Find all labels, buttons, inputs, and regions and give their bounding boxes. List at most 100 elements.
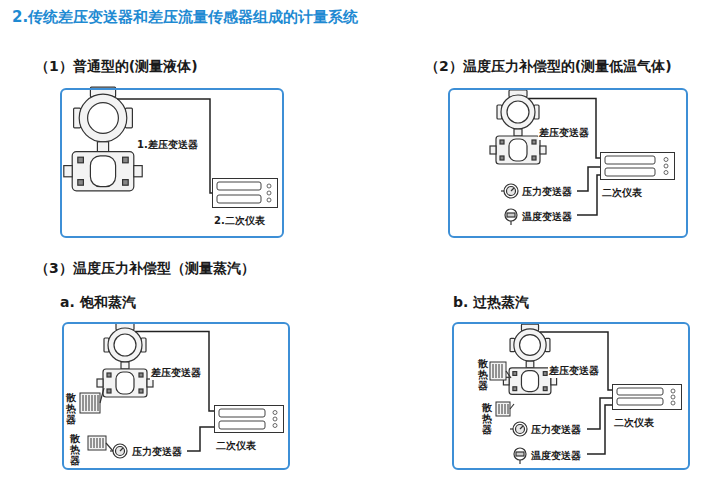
housing: [108, 328, 142, 362]
wire-stub: [528, 98, 594, 100]
housing: [514, 329, 546, 361]
display-window: [217, 182, 261, 190]
gauge-face: [507, 187, 516, 196]
sensor-probe: [519, 460, 520, 464]
radiator-fin: [502, 404, 503, 414]
part-label: 二次仪表: [601, 186, 643, 200]
display-window: [217, 195, 261, 203]
radiator: [496, 402, 510, 416]
part-label: 压力变送器: [530, 423, 582, 437]
dp-transmitter: 1.差压变送器: [66, 90, 203, 200]
instrument-face: [613, 385, 681, 409]
signal-wire: [587, 405, 612, 454]
sensor-transmitter: 压力变送器: [503, 182, 577, 201]
sensor-body: [509, 368, 551, 395]
bolt: [107, 373, 111, 377]
panel-heading: b. 过热蒸汽: [453, 294, 529, 312]
sensor-body: [72, 152, 134, 191]
gauge-needle: [120, 448, 123, 451]
instrument-face: [601, 153, 674, 179]
housing: [501, 95, 535, 129]
secondary-instrument: 二次仪表: [600, 152, 675, 180]
gauge-face: [116, 447, 125, 456]
radiator-fin: [103, 438, 104, 448]
signal-wire: [577, 175, 600, 215]
sensor-transmitter: 温度变送器: [503, 206, 577, 226]
signal-wire: [206, 331, 214, 411]
button-dot: [267, 198, 271, 202]
impulse-pipe: [100, 388, 104, 403]
radiator-body: [496, 402, 510, 416]
part-label: 1.差压变送器: [136, 138, 199, 152]
bolt: [78, 157, 84, 163]
button-dot: [671, 395, 675, 399]
radiator-fin: [499, 364, 500, 378]
part-label: 二次仪表: [215, 439, 257, 453]
bolt: [123, 157, 129, 163]
sensor-band: [507, 213, 515, 217]
radiator-fin: [100, 438, 101, 448]
button-dot: [664, 164, 668, 168]
radiator-fin: [95, 395, 96, 411]
capsule: [90, 156, 115, 187]
sensor-body: [103, 369, 147, 397]
button-dot: [267, 191, 271, 195]
radiator-fin: [97, 438, 98, 448]
sensor-head: [505, 209, 517, 221]
part-label: 温度变送器: [521, 210, 573, 224]
neck: [121, 362, 129, 369]
bolt: [107, 389, 111, 393]
housing-lid: [507, 101, 529, 123]
impulse-pipe: [506, 371, 511, 378]
sensor-transmitter: 压力变送器: [112, 441, 187, 461]
gauge-dial: [513, 422, 527, 436]
button-dot: [267, 184, 271, 188]
radiator-fin: [496, 364, 497, 378]
part-label: 2.二次仪表: [213, 214, 266, 228]
part-label: 二次仪表: [613, 416, 655, 430]
radiator-label: 散热器: [70, 433, 80, 466]
bolt: [543, 372, 547, 376]
secondary-instrument: 二次仪表: [612, 384, 682, 410]
capsule: [521, 371, 538, 392]
radiator-label: 散热器: [66, 392, 76, 425]
radiator-body: [490, 362, 506, 380]
button-dot: [273, 417, 277, 421]
bolt: [500, 156, 504, 160]
system-panel: a. 饱和蒸汽差压变送器压力变送器二次仪表: [62, 322, 290, 470]
signal-wire: [203, 99, 212, 193]
bolt: [139, 373, 143, 377]
wire-stub: [135, 331, 206, 333]
panel-heading: a. 饱和蒸汽: [60, 294, 136, 312]
section-heading: （3）温度压力补偿型（测量蒸汽）: [35, 260, 255, 278]
display-window: [605, 168, 655, 176]
radiator-fin: [502, 364, 503, 378]
part-label: 差压变送器: [548, 364, 600, 378]
transmitter-drawing: [503, 324, 556, 394]
housing-lid: [88, 103, 119, 134]
secondary-instrument: 二次仪表: [214, 405, 284, 433]
panel-heading: （2）温度压力补偿型的(测量低温气体): [425, 58, 672, 76]
part-label: 压力变送器: [131, 445, 183, 459]
bolt: [78, 180, 84, 186]
neck: [526, 361, 534, 368]
radiator-fin: [508, 404, 509, 414]
vent-plug: [64, 166, 72, 177]
display-window: [219, 421, 265, 429]
neck: [97, 142, 108, 152]
radiator: [88, 436, 106, 450]
bolt: [532, 156, 536, 160]
signal-wire: [587, 398, 612, 429]
wire-stub: [540, 331, 604, 333]
gauge-stem: [501, 190, 504, 191]
radiator-fin: [98, 395, 99, 411]
bolt: [532, 140, 536, 144]
display-window: [219, 409, 265, 417]
part-label: 温度变送器: [530, 449, 582, 463]
impulse-pipe: [510, 404, 514, 409]
radiator: [80, 393, 100, 413]
panel-heading: （1）普通型的(测量液体): [35, 58, 198, 76]
housing-lid: [520, 335, 541, 356]
gauge-stem: [510, 428, 513, 429]
